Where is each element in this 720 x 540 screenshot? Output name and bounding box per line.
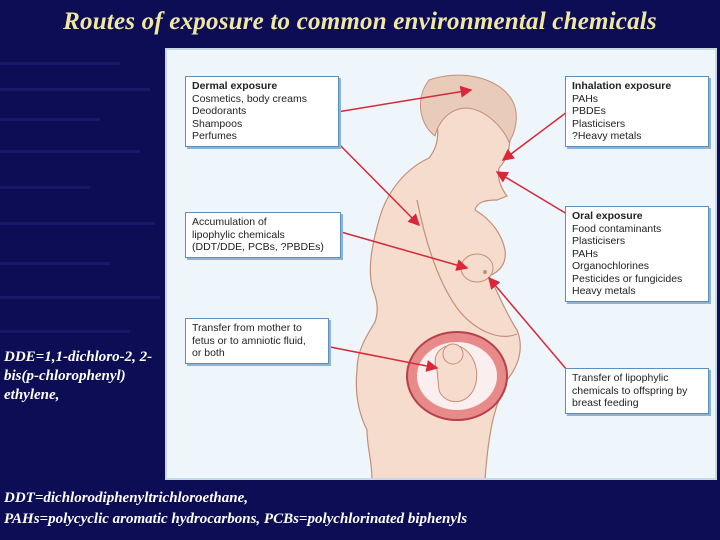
- inhalation-item: Plasticisers: [572, 117, 626, 130]
- arm: [416, 199, 518, 337]
- dermal-item: Cosmetics, body creams: [192, 92, 307, 105]
- background-streak: [0, 296, 160, 299]
- uterus-with-fetus: [406, 331, 508, 421]
- oral-exposure-box: Oral exposure Food contaminants Plastici…: [565, 206, 709, 302]
- dermal-item: Perfumes: [192, 130, 237, 142]
- inhalation-exposure-box: Inhalation exposure PAHs PBDEs Plasticis…: [565, 76, 709, 147]
- transfer-fetus-line: Transfer from mother to: [192, 322, 302, 334]
- background-streak: [0, 62, 120, 65]
- accumulation-line: Accumulation of: [192, 216, 267, 228]
- transfer-fetus-line: or both: [192, 347, 225, 359]
- oral-item: PAHs: [572, 247, 599, 260]
- dermal-item: Shampoos: [192, 117, 243, 130]
- background-streak: [0, 186, 90, 189]
- background-streak: [0, 118, 100, 121]
- transfer-breast-line: chemicals to offspring by: [572, 384, 688, 397]
- oral-heading: Oral exposure: [572, 210, 643, 222]
- arrow-accumulation-to-breast: [326, 227, 469, 271]
- transfer-fetus-line: fetus or to amniotic fluid,: [192, 334, 306, 347]
- background-streak: [0, 150, 140, 153]
- dermal-item: Deodorants: [192, 105, 247, 117]
- transfer-breast-line: breast feeding: [572, 397, 639, 409]
- dermal-exposure-box: Dermal exposure Cosmetics, body creams D…: [185, 76, 339, 147]
- oral-item: Plasticisers: [572, 235, 626, 247]
- background-streak: [0, 330, 130, 333]
- inhalation-item: PAHs: [572, 92, 599, 105]
- exposure-diagram: Dermal exposure Cosmetics, body creams D…: [165, 48, 717, 480]
- background-streak: [0, 88, 150, 91]
- accumulation-box: Accumulation of lipophylic chemicals (DD…: [185, 212, 341, 258]
- arrow-inhalation-to-nose: [501, 111, 568, 161]
- transfer-breast-line: Transfer of lipophylic: [572, 372, 669, 384]
- pah-pcb-definitions: PAHs=polycyclic aromatic hydrocarbons, P…: [4, 511, 468, 527]
- arrow-transfer-fetus: [324, 345, 439, 372]
- abbreviation-notes: DDT=dichlorodiphenyltrichloroethane, PAH…: [4, 488, 716, 530]
- arrow-breastfeeding: [488, 276, 568, 371]
- nipple: [483, 270, 487, 274]
- accumulation-line: lipophylic chemicals: [192, 228, 285, 241]
- arrow-dermal-to-chest: [324, 129, 421, 227]
- inhalation-item: ?Heavy metals: [572, 130, 642, 142]
- dde-definition: DDE=1,1-dichloro-2, 2-bis(p-chlorophenyl…: [4, 349, 153, 403]
- hair: [419, 74, 517, 144]
- woman-silhouette: [355, 74, 521, 478]
- accumulation-line: (DDT/DDE, PCBs, ?PBDEs): [192, 241, 324, 253]
- background-streak: [0, 262, 110, 265]
- diagram-illustration: [324, 74, 568, 478]
- slide-title: Routes of exposure to common environment…: [63, 8, 657, 35]
- transfer-fetus-box: Transfer from mother to fetus or to amni…: [185, 318, 329, 364]
- arrow-dermal-to-head: [324, 85, 473, 115]
- inhalation-item: PBDEs: [572, 105, 606, 117]
- oral-item: Food contaminants: [572, 222, 662, 235]
- arrow-oral-to-mouth: [495, 171, 568, 215]
- exposure-arrows: [324, 85, 568, 372]
- background-streak: [0, 222, 155, 225]
- oral-item: Heavy metals: [572, 285, 636, 297]
- dermal-heading: Dermal exposure: [192, 80, 278, 92]
- oral-item: Organochlorines: [572, 260, 650, 272]
- transfer-breast-box: Transfer of lipophylic chemicals to offs…: [565, 368, 709, 414]
- oral-item: Pesticides or fungicides: [572, 272, 683, 285]
- ddt-definition: DDT=dichlorodiphenyltrichloroethane,: [4, 490, 248, 506]
- inhalation-heading: Inhalation exposure: [572, 80, 672, 92]
